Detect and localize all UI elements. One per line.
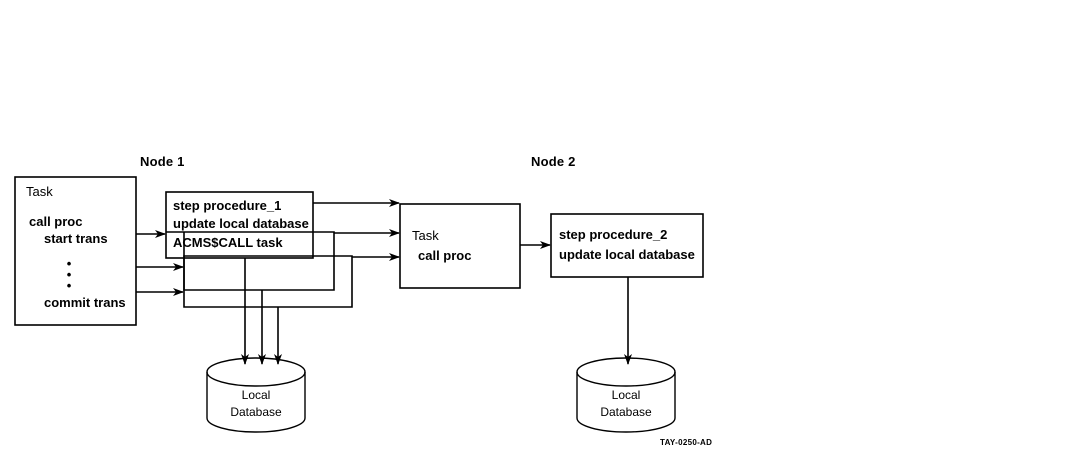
- step-procedure-1-line-1: step procedure_1: [173, 198, 282, 213]
- step-procedure-1-line-3: ACMS$CALL task: [173, 235, 283, 250]
- step-procedure-2-line-1: step procedure_2: [559, 227, 668, 242]
- task-box-node1-line-call-proc: call proc: [29, 214, 83, 229]
- local-database-node1-line-2: Database: [230, 405, 282, 419]
- task-box-node2-line-call-proc: call proc: [418, 248, 472, 263]
- local-database-node2-line-1: Local: [611, 388, 641, 402]
- figure-id-label: TAY-0250-AD: [660, 438, 713, 447]
- nested-rect-3-outline: [183, 255, 353, 308]
- task-box-node2-outline: [399, 203, 521, 289]
- node-1-title: Node 1: [140, 154, 185, 169]
- task-box-node1-outline: [14, 176, 137, 326]
- task-box-node1-title: Task: [26, 184, 53, 199]
- task-box-node1-line-start-trans: start trans: [44, 231, 108, 246]
- step-procedure-2-box-outline: [550, 213, 704, 278]
- local-database-node1-shape: [206, 357, 306, 433]
- task-box-node1-line-commit-trans: commit trans: [44, 295, 126, 310]
- task-box-node1-ellipsis: •••: [66, 256, 72, 293]
- node-2-title: Node 2: [531, 154, 576, 169]
- task-box-node2-title: Task: [412, 228, 439, 243]
- step-procedure-2-line-2: update local database: [559, 247, 695, 262]
- local-database-node2-line-2: Database: [600, 405, 652, 419]
- step-procedure-1-line-2: update local database: [173, 216, 309, 231]
- local-database-node2-shape: [576, 357, 676, 433]
- step-procedure-1-box-outline: [165, 191, 314, 259]
- local-database-node1-line-1: Local: [241, 388, 271, 402]
